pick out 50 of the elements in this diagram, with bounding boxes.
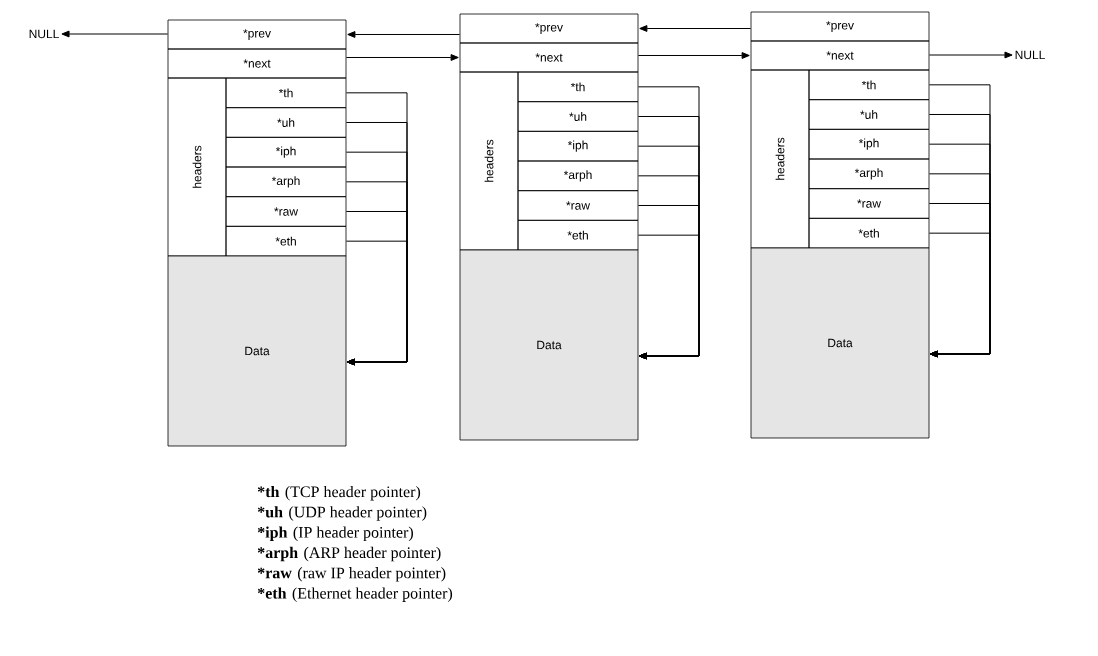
pointer-field: *arph [225,166,347,198]
arrow [345,240,408,366]
pointer-field: *uh [225,107,347,138]
pointer-field: *prev [167,19,347,50]
pointer-field: *uh [517,101,639,132]
pointer-field: *raw [808,188,930,219]
pointer-field: *next [750,40,930,71]
pointer-field: *raw [517,190,639,221]
pointer-name: *th [257,485,280,498]
pointer-description: (UDP header pointer) [289,506,427,521]
pointer-field: *iph [225,136,347,168]
arrow [639,25,752,32]
pointer-field: *prev [459,13,639,44]
data-block: Data [459,249,639,441]
pointer-description: (ARP header pointer) [304,546,441,562]
arrow [61,30,169,38]
headers-column: headers [459,71,519,251]
pointer-name: *iph [257,526,288,541]
pointer-name: *arph [257,546,298,562]
headers-column: headers [750,69,810,249]
pointer-field: *uh [808,99,930,130]
pointer-field: *arph [808,158,930,190]
pointer-name: *eth [257,587,287,599]
pointer-description: (IP header pointer) [293,526,413,541]
pointer-field: *iph [517,130,639,162]
null-label: NULL [1015,50,1045,60]
headers-column: headers [167,77,227,257]
pointer-field: *iph [808,128,930,160]
pointer-field: *arph [517,160,639,192]
pointer-description: (raw IP header pointer) [297,567,446,582]
pointer-description: (TCP header pointer) [285,485,421,501]
arrow [345,54,459,61]
pointer-name: *uh [257,506,283,518]
pointer-field: *next [167,48,347,79]
arrow [637,234,700,360]
arrow [928,51,1013,59]
arrow [347,31,461,38]
pointer-description: (Ethernet header pointer) [292,587,453,602]
pointer-field: *raw [225,196,347,227]
pointer-name: *raw [257,567,292,579]
data-block: Data [167,255,347,447]
arrow [928,232,991,358]
pointer-field: *prev [750,11,930,42]
data-block: Data [750,247,930,439]
arrow [637,52,750,59]
pointer-field: *th [808,69,930,101]
pointer-field: *th [517,71,639,103]
pointer-field: *next [459,42,639,73]
pointer-field: *th [225,77,347,109]
null-label: NULL [29,29,59,39]
